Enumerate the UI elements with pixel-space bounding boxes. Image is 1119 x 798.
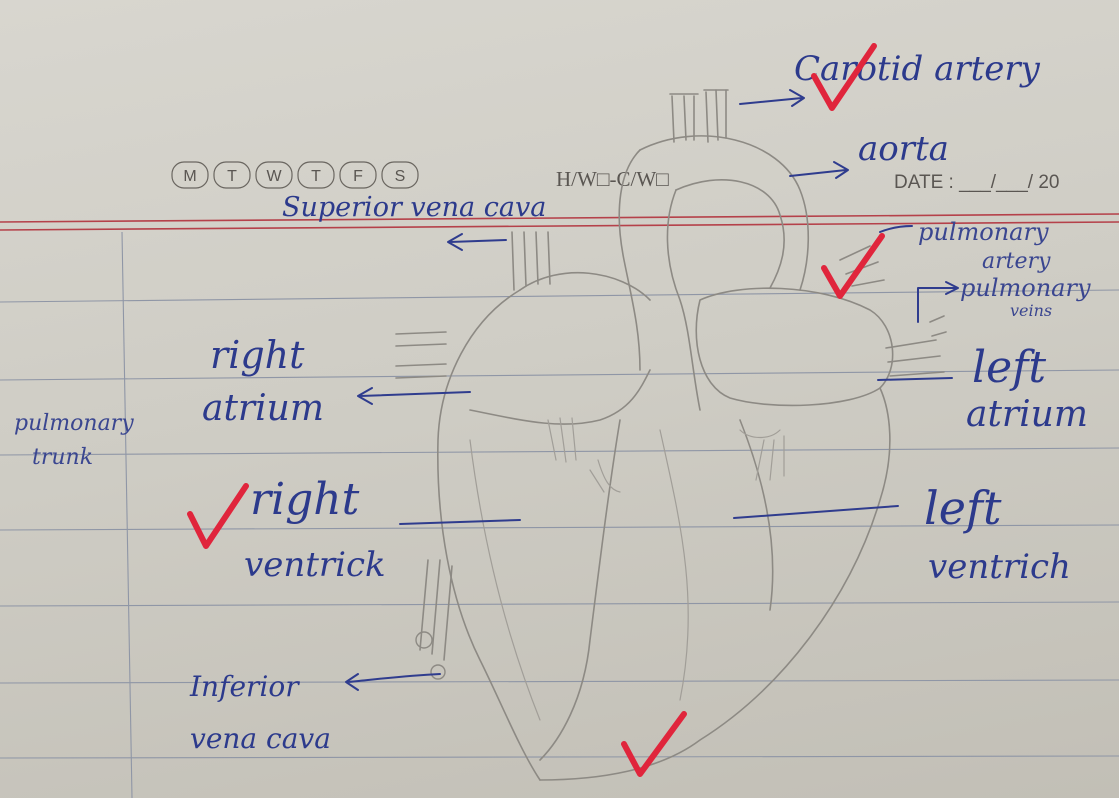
aorta-label: aorta	[858, 129, 949, 169]
right-atrium-label-1: right	[210, 333, 305, 377]
pulmonary-veins-label-1: pulmonary	[960, 274, 1091, 302]
inferior-vena-cava-label-2: vena cava	[190, 722, 331, 755]
day-s: S	[395, 168, 406, 185]
inferior-vena-cava-label-1: Inferior	[189, 670, 300, 703]
pulmonary-trunk-label-1: pulmonary	[14, 411, 134, 436]
pulmonary-artery-label-1: pulmonary	[918, 218, 1049, 246]
day-f: F	[353, 168, 363, 185]
right-atrium-label-2: atrium	[202, 388, 324, 429]
pulmonary-veins-label-2: veins	[1010, 301, 1052, 320]
tick-right-ventricle-icon	[190, 486, 246, 546]
left-ventricle-label-1: left	[924, 481, 1002, 535]
left-atrium-label-2: atrium	[966, 394, 1088, 435]
left-ventricle-label-2: ventrich	[928, 547, 1071, 587]
day-t: T	[227, 168, 237, 185]
pulmonary-trunk-label-2: trunk	[32, 445, 93, 470]
carotid-artery-label: Carotid artery	[794, 49, 1041, 89]
tick-pulmonary-icon	[824, 236, 882, 296]
day-w: W	[266, 168, 282, 185]
date-label: DATE : ___/___/ 20	[894, 172, 1059, 193]
right-ventricle-label-1: right	[250, 474, 360, 525]
day-m: M	[183, 168, 196, 185]
right-ventricle-label-2: ventrick	[244, 545, 386, 585]
left-atrium-label-1: left	[972, 342, 1046, 393]
day-th: T	[311, 168, 321, 185]
hw-cw-label: H/W□-C/W□	[556, 167, 669, 191]
superior-vena-cava-label: Superior vena cava	[282, 192, 546, 223]
pulmonary-artery-label-2: artery	[982, 249, 1051, 274]
tick-bottom-icon	[624, 714, 684, 774]
day-boxes: M T W T F S	[172, 162, 418, 188]
